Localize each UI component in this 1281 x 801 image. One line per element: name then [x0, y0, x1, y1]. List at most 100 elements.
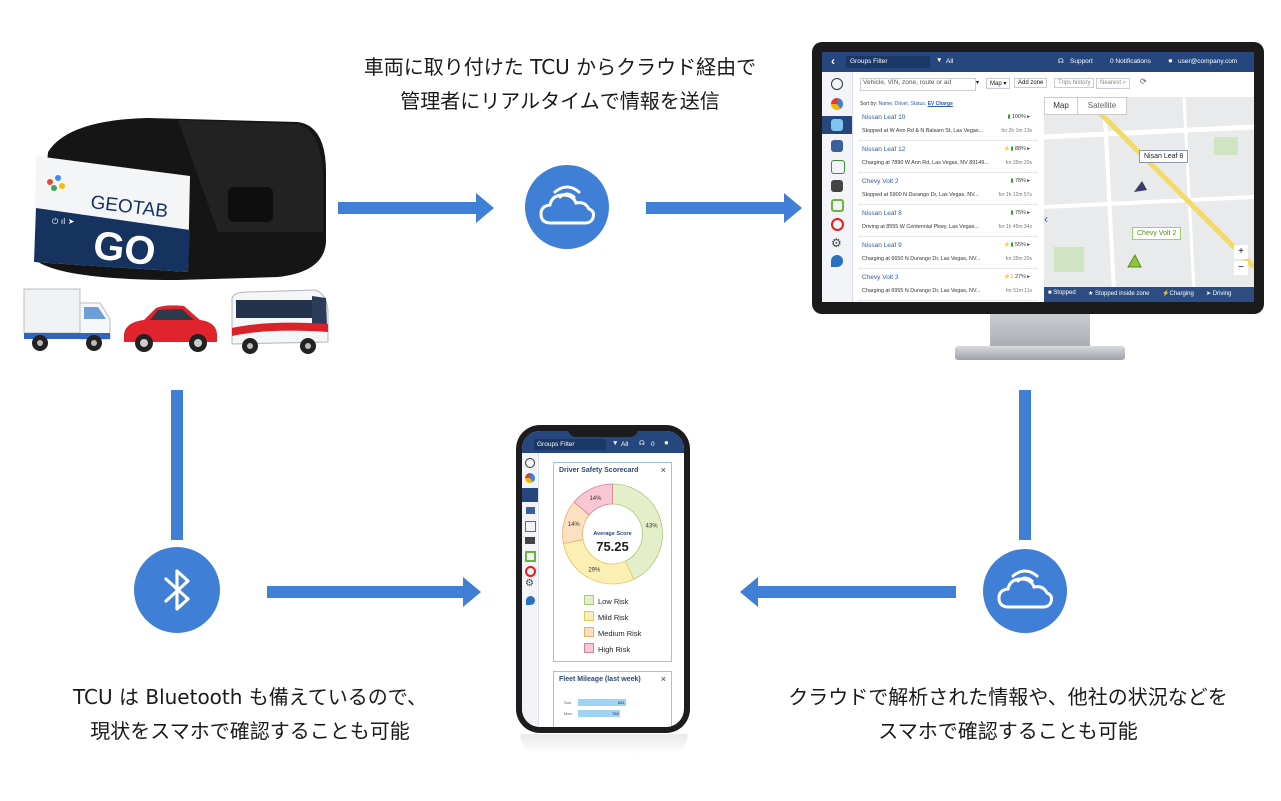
refresh-icon[interactable]: ⟳ — [1140, 77, 1147, 86]
mileage-day: Sun — [564, 700, 572, 705]
desktop-sidebar: ⚙ — [822, 72, 853, 302]
filter-dropdown-icon[interactable]: ▼ — [936, 57, 943, 64]
battery-percent: ⚡▮ 88% ▸ — [1003, 146, 1030, 152]
car-image — [120, 300, 220, 355]
truck-image — [22, 283, 112, 355]
map-tab-satellite[interactable]: Satellite — [1077, 97, 1127, 115]
trips-history-button[interactable]: Trips history — [1054, 78, 1095, 88]
battery-percent: ▮ 78% ▸ — [1010, 178, 1030, 184]
dashboard-icon[interactable] — [525, 473, 535, 483]
nearest-button[interactable]: Nearest ⌕ — [1096, 78, 1131, 89]
phone-headset-icon[interactable]: ☊ — [639, 440, 645, 447]
sort-status[interactable]: Status, — [910, 101, 927, 107]
legend-label: Medium Risk — [598, 629, 642, 638]
vehicle-row[interactable]: Nissan Leaf 9 ⚡▮ 55% ▸ Charging at 6650 … — [858, 238, 1038, 269]
caption-right-line1: クラウドで解析された情報や、他社の状況などを — [788, 685, 1228, 709]
engine-icon[interactable] — [831, 180, 843, 192]
chart-icon[interactable] — [525, 521, 536, 532]
mileage-value: 681 — [618, 700, 625, 705]
vehicle-row[interactable]: Nissan Leaf 12 ⚡▮ 88% ▸ Charging at 7890… — [858, 142, 1038, 173]
vehicle-name[interactable]: Chevy Volt 3 — [862, 274, 899, 281]
filter-value: All — [946, 58, 954, 65]
fleet-mileage-card: Fleet Mileage (last week) × Sun 681 Mon … — [553, 671, 672, 727]
add-zone-button[interactable]: Add zone — [1014, 78, 1048, 88]
rules-icon[interactable] — [831, 218, 844, 231]
map-button[interactable]: Map ▾ — [986, 78, 1011, 89]
donut-label-medium-risk: 14% — [568, 522, 581, 528]
location-pin-icon[interactable] — [526, 596, 535, 605]
cloud-circle-top — [525, 165, 609, 249]
notifications-link[interactable]: 0 Notifications — [1110, 58, 1151, 65]
legend-driving: ➤ Driving — [1206, 291, 1232, 297]
arrow-device-to-cloud — [338, 202, 478, 214]
map-nav-item[interactable] — [522, 488, 538, 502]
vehicle-row[interactable]: Chevy Volt 3 ⚡▯ 27% ▸ Charging at 6955 N… — [858, 270, 1038, 301]
phone-filter-dropdown-icon[interactable]: ▼ — [612, 440, 619, 447]
help-icon[interactable] — [831, 78, 843, 90]
phone-notification-count[interactable]: 0 — [651, 441, 655, 448]
zone-icon[interactable] — [831, 199, 844, 212]
sort-driver[interactable]: Driver, — [894, 101, 910, 107]
vehicle-name[interactable]: Nissan Leaf 10 — [862, 114, 906, 121]
vehicle-name[interactable]: Nissan Leaf 9 — [862, 242, 902, 249]
phone-reflection — [520, 734, 688, 754]
mileage-bar — [578, 710, 620, 717]
vehicle-row[interactable]: Nissan Leaf 10 ▮ 100% ▸ Stopped at W Ann… — [858, 110, 1038, 141]
groups-filter-box[interactable]: Groups Filter — [846, 56, 930, 68]
arrow-monitor-to-cloud — [1019, 390, 1031, 540]
map-label-chevy-volt-2: Chevy Volt 2 — [1132, 227, 1182, 240]
legend-swatch — [584, 627, 594, 637]
truck-icon[interactable] — [831, 140, 843, 152]
engine-icon[interactable] — [525, 537, 535, 544]
map-label-nisan-leaf-8: Nisan Leaf 8 — [1139, 150, 1189, 163]
legend-swatch — [584, 643, 594, 653]
zone-icon[interactable] — [525, 551, 536, 562]
donut-label-high-risk: 14% — [589, 496, 602, 502]
location-pin-icon[interactable] — [831, 255, 843, 267]
support-link[interactable]: Support — [1070, 58, 1093, 65]
vehicle-row[interactable]: Chevy Volt 2 ▮ 78% ▸ Stopped at 5900 N D… — [858, 174, 1038, 205]
vehicle-name[interactable]: Nissan Leaf 8 — [862, 210, 902, 217]
gear-icon[interactable]: ⚙ — [525, 578, 534, 589]
bluetooth-circle — [134, 547, 220, 633]
close-icon[interactable]: × — [660, 674, 666, 684]
sort-name[interactable]: Name, — [878, 101, 894, 107]
desktop-toolbar: Vehicle, VIN, zone, route or ad ▾ Map ▾ … — [854, 74, 1254, 94]
driver-safety-title: Driver Safety Scorecard — [559, 467, 639, 474]
dashboard-icon[interactable] — [831, 98, 843, 110]
collapse-panel-chevron-icon[interactable]: ‹ — [1044, 212, 1048, 226]
zoom-in-button[interactable]: + — [1234, 245, 1248, 259]
mileage-value: 786 — [612, 711, 619, 716]
search-input[interactable]: Vehicle, VIN, zone, route or ad — [860, 78, 976, 91]
map-button-label: Map — [990, 81, 1002, 87]
headset-icon: ☊ — [1058, 58, 1064, 65]
vehicle-name[interactable]: Nissan Leaf 12 — [862, 146, 906, 153]
help-icon[interactable] — [525, 458, 535, 468]
vehicle-row[interactable]: Nissan Leaf 8 ▮ 75% ▸ Driving at 8555 W … — [858, 206, 1038, 237]
vehicle-duration: for 35m 20s — [1005, 160, 1032, 166]
caption-top-line1: 車両に取り付けた TCU からクラウド経由で — [363, 55, 757, 79]
legend-item-mild-risk: Mild Risk — [584, 611, 628, 622]
map-tab-map[interactable]: Map — [1044, 97, 1078, 115]
cloud-wifi-icon — [539, 185, 595, 225]
phone-groups-filter[interactable]: Groups Filter — [534, 439, 606, 450]
vehicle-name[interactable]: Chevy Volt 2 — [862, 178, 899, 185]
rules-icon[interactable] — [525, 566, 536, 577]
truck-icon[interactable] — [526, 507, 535, 514]
battery-percent: ⚡▯ 27% ▸ — [1003, 274, 1030, 280]
sort-ev-charge[interactable]: EV Charge — [927, 101, 953, 107]
legend-label: Mild Risk — [598, 613, 629, 622]
zoom-out-button[interactable]: − — [1234, 261, 1248, 275]
vehicle-duration: for 1h 12m 57s — [998, 192, 1032, 198]
map-view[interactable]: Map Satellite Nisan Leaf 8 Chevy Volt 2 … — [1044, 97, 1254, 292]
close-icon[interactable]: × — [660, 465, 666, 475]
search-dropdown-icon[interactable]: ▾ — [976, 80, 980, 86]
phone-user-icon[interactable]: ● — [664, 438, 669, 447]
arrow-cloud-to-monitor — [646, 202, 786, 214]
gear-icon[interactable]: ⚙ — [831, 236, 842, 250]
back-chevron-icon[interactable]: ‹ — [831, 54, 835, 68]
map-streets — [1044, 97, 1254, 292]
cloud-wifi-icon — [997, 569, 1053, 609]
chart-icon[interactable] — [831, 160, 845, 174]
user-email[interactable]: user@company.com — [1178, 58, 1238, 65]
